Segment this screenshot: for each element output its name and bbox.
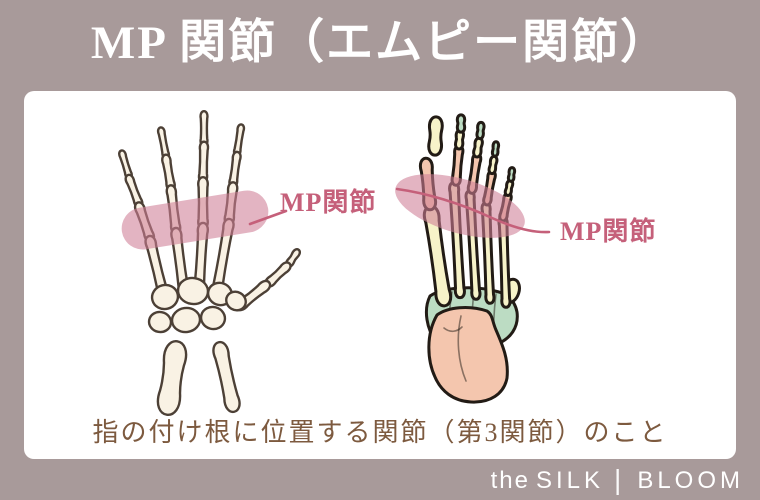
brand-logo: the SILK | BLOOM	[491, 464, 744, 498]
foot-bone	[427, 115, 444, 157]
hand-carpal-bone	[170, 306, 202, 334]
foot-mp-swoosh-line	[395, 187, 551, 234]
hand-carpal-bone	[199, 305, 227, 331]
brand-silk: SILK	[536, 467, 605, 494]
foot-mp-label: MP関節	[560, 216, 656, 246]
foot-bone	[503, 179, 515, 197]
foot-bone	[506, 166, 517, 183]
hand-bone	[232, 123, 246, 157]
foot-bone	[454, 128, 465, 151]
caption-text: 指の付け根に位置する関節（第3関節）のこと	[92, 418, 668, 447]
hand-bone	[199, 110, 209, 147]
hand-bone	[264, 261, 292, 288]
hand-mp-highlight-band	[121, 190, 269, 250]
hand-carpal-bone	[147, 310, 173, 334]
hand-skeleton-illustration	[118, 110, 301, 416]
hand-carpal-bone	[150, 283, 180, 311]
hand-bone	[156, 340, 188, 416]
foot-bone	[487, 154, 499, 176]
foot-bone	[472, 136, 484, 159]
illustration-card	[24, 91, 736, 459]
hand-bone	[124, 173, 144, 209]
brand-bloom: BLOOM	[637, 467, 744, 494]
hand-mp-callout-line	[248, 209, 288, 226]
foot-bone	[475, 120, 486, 141]
hand-mp-label: MP関節	[280, 187, 376, 217]
foot-bone	[490, 140, 501, 158]
brand-divider: |	[614, 464, 624, 495]
hand-bone	[228, 150, 242, 189]
hand-bone	[118, 149, 133, 180]
foot-bone	[455, 113, 467, 134]
hand-carpal-bone	[225, 290, 247, 312]
hand-bone	[161, 153, 176, 192]
foot-bone	[422, 204, 453, 308]
hand-bone	[197, 140, 210, 184]
hand-bone	[212, 340, 241, 414]
hand-bone	[156, 126, 171, 160]
page-title: MP 関節（エムピー関節）	[90, 17, 670, 69]
brand-the: the	[490, 467, 530, 494]
